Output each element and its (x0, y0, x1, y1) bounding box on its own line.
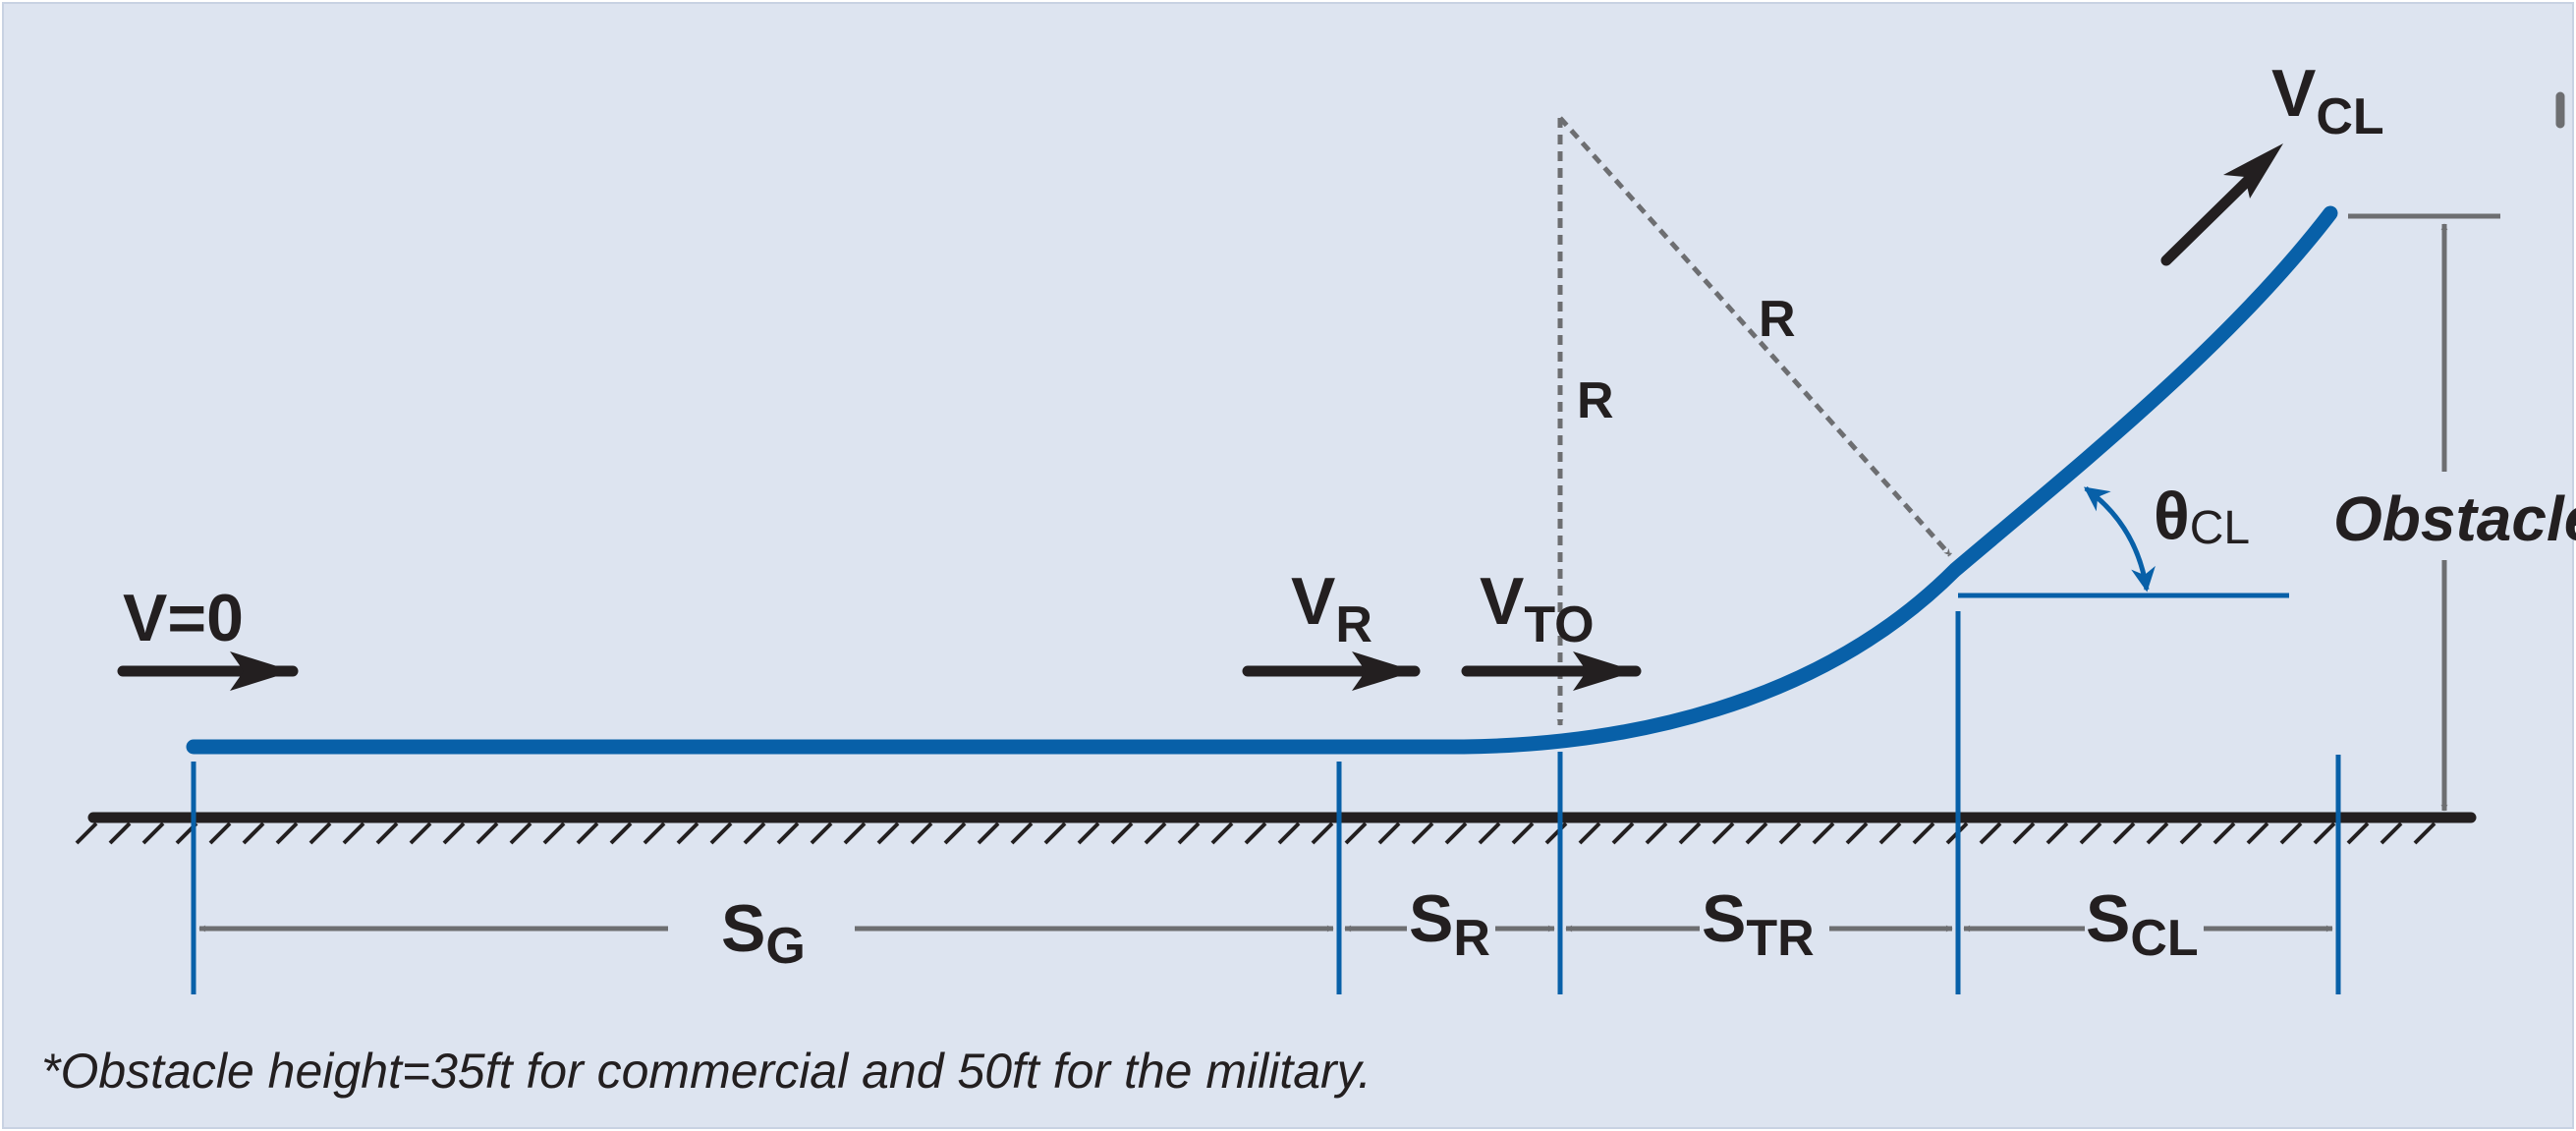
hatch-mark (1344, 821, 1368, 845)
hatch-mark (1544, 821, 1568, 845)
hatch-mark (1878, 821, 1902, 845)
hatch-mark (1611, 821, 1635, 845)
hatch-mark (576, 821, 599, 845)
hatch-mark (1277, 821, 1301, 845)
velocity-arrows (117, 143, 2283, 691)
hatch-mark (810, 821, 833, 845)
hatch-mark (1845, 821, 1869, 845)
hatch-mark (1144, 821, 1167, 845)
hatch-mark (1177, 821, 1201, 845)
hatch-mark (1010, 821, 1034, 845)
hatch-mark (776, 821, 800, 845)
hatch-mark (1745, 821, 1768, 845)
hatch-mark (1478, 821, 1501, 845)
hatch-mark (2380, 821, 2403, 845)
hatch-mark (1778, 821, 1802, 845)
s-r-label: SR (1409, 881, 1490, 967)
hatch-mark (1077, 821, 1100, 845)
hatch-mark (876, 821, 900, 845)
hatch-mark (141, 821, 165, 845)
v-zero-arrowhead (230, 651, 293, 691)
hatch-mark (2246, 821, 2269, 845)
hatch-mark (643, 821, 666, 845)
hatch-mark (943, 821, 967, 845)
hatch-mark (2112, 821, 2136, 845)
hatch-mark (1979, 821, 2002, 845)
hatch-mark (2012, 821, 2036, 845)
v-cl-arrowhead (2223, 143, 2283, 198)
hatch-mark (1210, 821, 1234, 845)
hatch-mark (709, 821, 733, 845)
hatch-mark (2146, 821, 2169, 845)
hatch-mark (1678, 821, 1702, 845)
v-cl-label: VCL (2271, 56, 2384, 145)
v-cl-arrow (2160, 163, 2266, 266)
hatch-mark (1912, 821, 1935, 845)
hatch-mark (1711, 821, 1735, 845)
obstacle-label: Obstacle (2333, 483, 2576, 554)
hatch-mark (1812, 821, 1835, 845)
hatch-mark (1110, 821, 1134, 845)
hatch-mark (1645, 821, 1668, 845)
hatch-mark (509, 821, 532, 845)
hatch-mark (375, 821, 399, 845)
hatch-mark (75, 821, 98, 845)
hatch-mark (1043, 821, 1067, 845)
v-r-label: VR (1291, 564, 1372, 653)
hatch-mark (2313, 821, 2336, 845)
hatch-mark (342, 821, 365, 845)
hatch-mark (409, 821, 432, 845)
hatch-mark (743, 821, 766, 845)
v-to-arrowhead (1573, 651, 1636, 691)
hatch-mark (2279, 821, 2303, 845)
hatch-mark (1377, 821, 1401, 845)
station-ticks (191, 611, 2341, 994)
v-r-arrowhead (1352, 651, 1415, 691)
hatch-mark (977, 821, 1000, 845)
hatch-mark (609, 821, 633, 845)
hatch-mark (676, 821, 700, 845)
hatch-mark (1244, 821, 1267, 845)
hatch-mark (1578, 821, 1601, 845)
radius-vertical-label: R (1577, 372, 1614, 429)
hatch-mark (242, 821, 265, 845)
hatch-mark (2179, 821, 2203, 845)
hatch-mark (843, 821, 867, 845)
ground (75, 812, 2477, 845)
hatch-mark (2212, 821, 2236, 845)
v-to-label: VTO (1480, 564, 1595, 653)
ground-hatching (75, 821, 2436, 845)
flight-path (186, 205, 2338, 755)
hatch-mark (442, 821, 466, 845)
hatch-mark (542, 821, 566, 845)
hatch-mark (910, 821, 933, 845)
hatch-mark (476, 821, 499, 845)
hatch-mark (1444, 821, 1468, 845)
hatch-mark (1511, 821, 1535, 845)
s-g-label: SG (721, 891, 806, 975)
hatch-mark (2079, 821, 2102, 845)
hatch-mark (108, 821, 132, 845)
hatch-mark (1411, 821, 1434, 845)
climb-angle-label: θCL (2154, 479, 2250, 554)
hatch-mark (1311, 821, 1334, 845)
hatch-mark (308, 821, 332, 845)
climb-angle-arc (2083, 485, 2156, 593)
s-cl-label: SCL (2086, 881, 2199, 967)
v-zero-label: V=0 (123, 581, 244, 655)
hatch-mark (275, 821, 299, 845)
hatch-mark (2346, 821, 2370, 845)
hatch-mark (2413, 821, 2436, 845)
radius-diagonal-line (1558, 116, 1952, 557)
s-tr-label: STR (1702, 881, 1815, 967)
radius-diagonal-label: R (1759, 291, 1796, 348)
obstacle-dimension (2348, 213, 2500, 812)
hatch-mark (2045, 821, 2069, 845)
footnote: *Obstacle height=35ft for commercial and… (41, 1044, 1372, 1099)
hatch-mark (208, 821, 232, 845)
